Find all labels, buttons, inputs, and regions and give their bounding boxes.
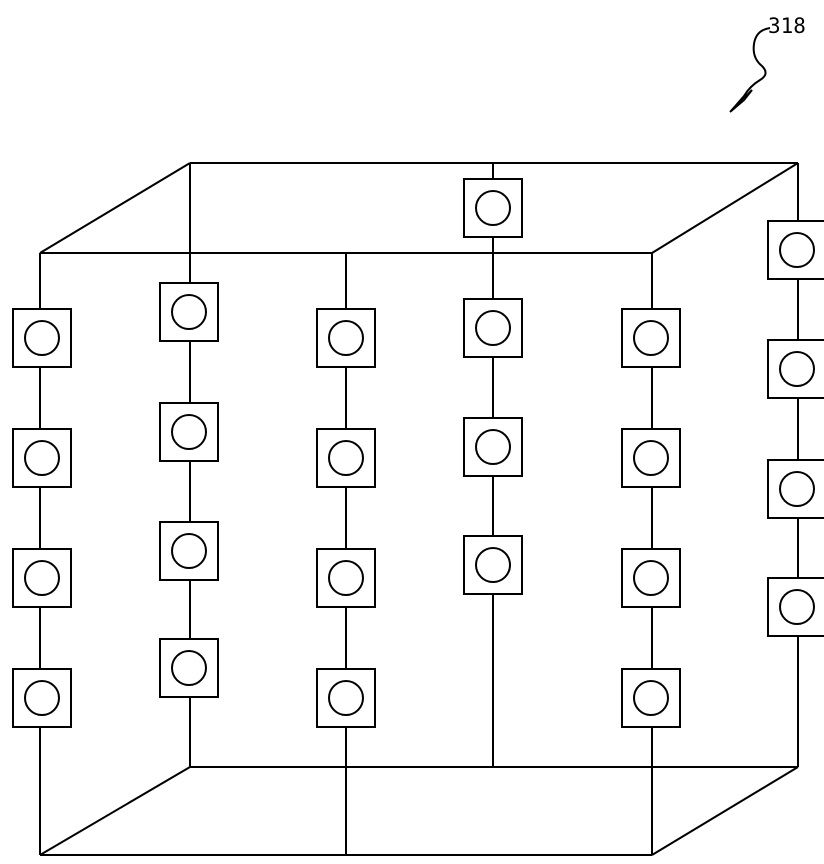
sensor-node bbox=[463, 417, 523, 477]
sensor-node bbox=[621, 548, 681, 608]
node-square bbox=[316, 668, 376, 728]
sensor-node bbox=[159, 638, 219, 698]
sensor-node bbox=[767, 459, 824, 519]
node-square bbox=[12, 548, 72, 608]
sensor-node bbox=[621, 428, 681, 488]
node-square bbox=[767, 459, 824, 519]
sensor-node bbox=[12, 308, 72, 368]
node-circle bbox=[779, 351, 815, 387]
node-square bbox=[767, 339, 824, 399]
sensor-node bbox=[621, 308, 681, 368]
top-left-diagonal bbox=[39, 162, 191, 254]
node-square bbox=[621, 308, 681, 368]
sensor-node bbox=[621, 668, 681, 728]
node-circle bbox=[24, 680, 60, 716]
leader-arrow-shaft bbox=[730, 95, 745, 112]
node-circle bbox=[633, 560, 669, 596]
node-circle bbox=[171, 533, 207, 569]
sensor-node bbox=[159, 521, 219, 581]
node-square bbox=[463, 417, 523, 477]
sensor-node bbox=[463, 298, 523, 358]
node-circle bbox=[171, 650, 207, 686]
leader-squiggle bbox=[743, 27, 771, 97]
node-square bbox=[159, 638, 219, 698]
node-square bbox=[316, 308, 376, 368]
sensor-node bbox=[767, 577, 824, 637]
bottom-left-diagonal bbox=[39, 766, 191, 856]
sensor-node bbox=[463, 535, 523, 595]
sensor-node bbox=[12, 428, 72, 488]
node-square bbox=[316, 548, 376, 608]
node-square bbox=[621, 668, 681, 728]
node-square bbox=[621, 548, 681, 608]
node-square bbox=[621, 428, 681, 488]
node-circle bbox=[633, 680, 669, 716]
node-circle bbox=[24, 320, 60, 356]
node-circle bbox=[475, 310, 511, 346]
node-circle bbox=[475, 547, 511, 583]
top-right-diagonal bbox=[651, 162, 799, 254]
node-circle bbox=[633, 440, 669, 476]
node-square bbox=[159, 402, 219, 462]
node-circle bbox=[779, 232, 815, 268]
sensor-nodes bbox=[12, 178, 824, 728]
node-square bbox=[463, 535, 523, 595]
sensor-node bbox=[316, 428, 376, 488]
node-circle bbox=[779, 471, 815, 507]
sensor-node bbox=[316, 308, 376, 368]
node-circle bbox=[171, 294, 207, 330]
bottom-right-diagonal bbox=[651, 766, 799, 856]
node-square bbox=[12, 308, 72, 368]
node-square bbox=[159, 282, 219, 342]
sensor-node bbox=[767, 339, 824, 399]
node-square bbox=[159, 521, 219, 581]
node-square bbox=[767, 577, 824, 637]
node-circle bbox=[475, 429, 511, 465]
node-square bbox=[463, 298, 523, 358]
sensor-node bbox=[159, 402, 219, 462]
sensor-node bbox=[767, 220, 824, 280]
node-circle bbox=[328, 560, 364, 596]
node-square bbox=[463, 178, 523, 238]
node-circle bbox=[328, 320, 364, 356]
node-square bbox=[12, 428, 72, 488]
node-circle bbox=[328, 440, 364, 476]
sensor-node bbox=[12, 548, 72, 608]
sensor-node bbox=[316, 548, 376, 608]
cube-frame bbox=[39, 162, 799, 856]
node-circle bbox=[779, 589, 815, 625]
node-circle bbox=[328, 680, 364, 716]
sensor-node bbox=[463, 178, 523, 238]
sensor-node bbox=[12, 668, 72, 728]
node-square bbox=[316, 428, 376, 488]
node-circle bbox=[24, 440, 60, 476]
node-circle bbox=[475, 190, 511, 226]
node-square bbox=[767, 220, 824, 280]
sensor-node bbox=[316, 668, 376, 728]
node-circle bbox=[633, 320, 669, 356]
node-circle bbox=[171, 414, 207, 450]
node-square bbox=[12, 668, 72, 728]
sensor-node bbox=[159, 282, 219, 342]
node-circle bbox=[24, 560, 60, 596]
reference-numeral: 318 bbox=[768, 14, 806, 38]
